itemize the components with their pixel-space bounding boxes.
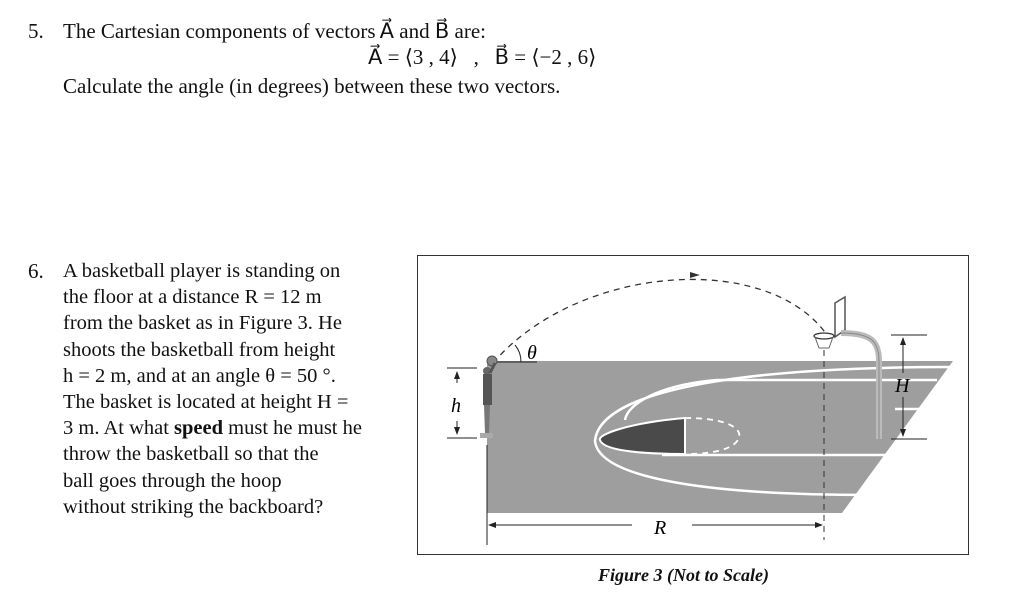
q6-line-7: 3 m. At what speed must he must he — [63, 415, 393, 441]
figure-caption: Figure 3 (Not to Scale) — [598, 565, 769, 585]
lane-line-top — [623, 378, 937, 421]
key-shaded — [598, 416, 686, 456]
speed-emphasis: speed — [174, 417, 224, 440]
theta-label: θ — [527, 342, 537, 364]
R-arrowhead-left — [488, 522, 496, 528]
q5-number: 5. — [28, 19, 44, 43]
hoop-rim — [813, 332, 835, 340]
q6-number: 6. — [28, 259, 44, 283]
q6-line-1: A basketball player is standing on — [63, 260, 341, 282]
q6-line-3: from the basket as in Figure 3. He — [63, 312, 342, 335]
q6-line-7-text: 3 m. At what speed must he must he — [63, 417, 362, 440]
hoop-pole-edge — [840, 332, 880, 439]
q6-line-5: h = 2 m, and at an angle θ = 50 °. — [63, 364, 336, 387]
R-label: R — [653, 517, 666, 539]
backboard — [834, 295, 846, 339]
q6-paragraph: A basketball player is standing on the f… — [63, 258, 393, 520]
R-arrowhead-right — [815, 522, 823, 528]
figure-3: θ h H R — [417, 255, 969, 555]
q6-line-6: The basket is located at height H = — [63, 391, 349, 414]
q6-line-8: throw the basketball so that the — [63, 443, 319, 466]
q5-equation: A⃗ = ⟨3 , 4⟩ , B⃗ = ⟨−2 , 6⟩ — [368, 45, 597, 69]
q6-line-9: ball goes through the hoop — [63, 469, 282, 492]
trajectory-arrow — [690, 272, 700, 278]
q6-line-2: the floor at a distance R = 12 m — [63, 286, 322, 309]
h-label: h — [451, 395, 461, 417]
q5-intro: The Cartesian components of vectors A⃗ a… — [63, 19, 486, 43]
ball-trajectory — [492, 278, 828, 364]
hoop-net — [814, 336, 834, 349]
player — [480, 355, 498, 438]
three-point-line — [593, 365, 954, 497]
h-arrowhead-top — [454, 371, 460, 379]
H-label: H — [894, 375, 911, 397]
H-arrowhead-top — [900, 337, 906, 345]
court-floor — [487, 361, 953, 513]
angle-arc — [514, 344, 522, 363]
q6-line-10: without striking the backboard? — [63, 495, 324, 518]
q5-prompt: Calculate the angle (in degrees) between… — [63, 74, 561, 98]
q6-line-4: shoots the basketball from height — [63, 338, 336, 361]
h-arrowhead-bottom — [454, 427, 460, 435]
H-arrowhead-bottom — [900, 429, 906, 437]
